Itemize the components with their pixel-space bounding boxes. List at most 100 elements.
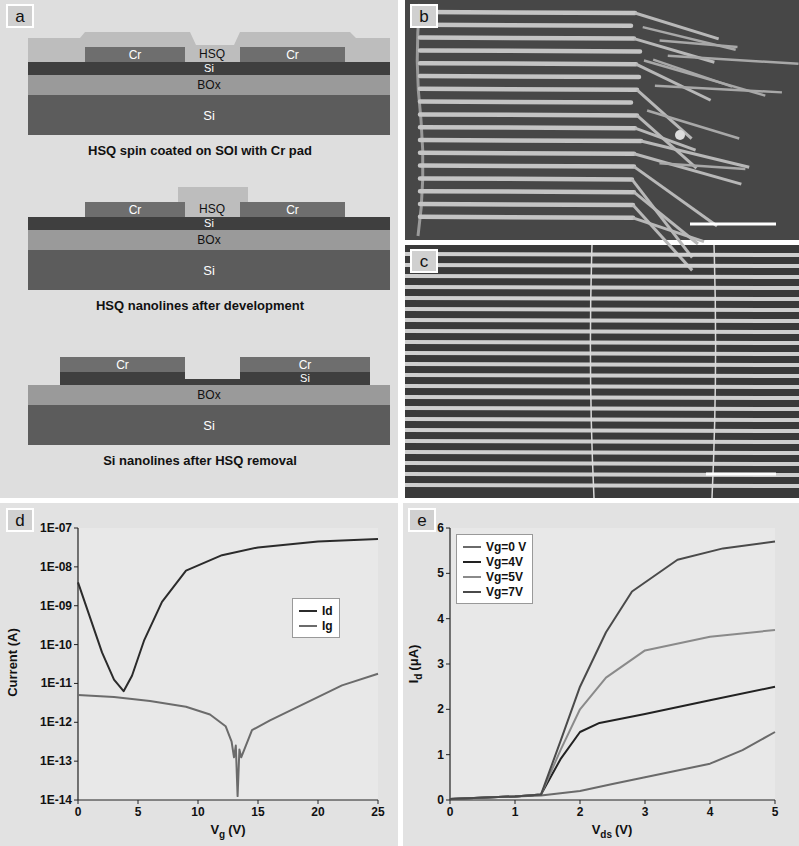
tick-label: 0 (75, 805, 82, 819)
nanowire (644, 61, 765, 96)
nanowire (405, 408, 799, 409)
layer-label: Cr (129, 204, 142, 216)
layer-label: BOx (197, 389, 220, 401)
output-curve (450, 687, 775, 799)
nanowire (405, 298, 799, 299)
tick (446, 573, 450, 574)
panel-letter-text: d (15, 512, 24, 529)
nanowire (420, 89, 637, 90)
panel-ground (0, 503, 398, 846)
legend-box: IdIg (292, 598, 340, 638)
tick (74, 605, 78, 606)
nanowire (405, 265, 799, 266)
nanowire (405, 441, 799, 442)
tick-label: 0 (437, 793, 444, 807)
tick (74, 566, 78, 567)
tick (645, 800, 646, 804)
tick-label: 5 (437, 566, 444, 580)
nanowire (405, 485, 799, 486)
tick (580, 800, 581, 804)
nanowire (405, 364, 799, 365)
tick (450, 800, 451, 804)
legend-line (463, 591, 481, 593)
panel-letter-text: e (417, 512, 426, 529)
panel-letter-text: c (420, 253, 429, 270)
hsq-line (178, 187, 248, 217)
panel-letter: e (408, 508, 436, 532)
panel-letter: c (410, 249, 438, 273)
layer-label: Si (203, 419, 215, 432)
step-caption: HSQ nanolines after development (96, 298, 304, 313)
axis-title-part: I (406, 680, 421, 684)
tick-label: 5 (772, 805, 779, 819)
si-layer: Si (28, 62, 390, 75)
legend-line (463, 576, 481, 578)
legend-row: Vg=0 V (463, 539, 526, 554)
output-curve (450, 732, 775, 799)
legend-text: Vg=0 V (486, 540, 526, 554)
nanowire (405, 452, 799, 453)
si-substrate: Si (28, 250, 390, 290)
axis-line (78, 799, 378, 800)
nanowire (420, 127, 635, 128)
sem-image (405, 0, 799, 240)
axis-title-part: (V) (615, 822, 632, 837)
nanowire (420, 204, 633, 205)
tick (74, 761, 78, 762)
nanowire (405, 276, 799, 277)
nanowire (420, 76, 639, 77)
plot-area (450, 528, 775, 800)
nanowire (633, 218, 704, 242)
tick (446, 664, 450, 665)
legend-row: Id (299, 603, 333, 618)
axis-subscript: ds (600, 829, 612, 840)
step-caption: HSQ spin coated on SOI with Cr pad (88, 143, 312, 158)
layer-label: BOx (197, 79, 220, 91)
nanowire (405, 474, 799, 475)
panel-ground (403, 503, 799, 846)
legend-text: Ig (322, 619, 333, 633)
layer-label: Si (203, 264, 215, 277)
legend-row: Vg=7V (463, 584, 526, 599)
tick-label: 2 (437, 702, 444, 716)
nanowire (420, 114, 637, 115)
tick (74, 683, 78, 684)
nanowire (405, 331, 799, 332)
box-layer: BOx (28, 385, 390, 405)
cr-pad: Cr (60, 357, 185, 372)
si-substrate: Si (28, 95, 390, 135)
nanowire (420, 217, 633, 218)
nanowire (420, 50, 640, 51)
legend-line (463, 561, 481, 563)
ig-curve (78, 674, 378, 796)
layer-label: HSQ (199, 203, 225, 215)
step-caption: Si nanolines after HSQ removal (103, 453, 297, 468)
nanowire (420, 191, 634, 192)
axis-title: Current (A) (5, 628, 20, 700)
tick (258, 800, 259, 804)
tick-label: 5 (135, 805, 142, 819)
legend-box: Vg=0 VVg=4VVg=5VVg=7V (456, 534, 533, 604)
legend-line (463, 546, 481, 548)
panel-letter: b (410, 4, 438, 28)
tick-label: 1E-14 (40, 793, 72, 807)
layer-label: Cr (299, 359, 312, 371)
hsq-region: HSQ (186, 200, 238, 217)
si-layer: Si (240, 372, 370, 385)
tick (775, 800, 776, 804)
tick-label: 2 (577, 805, 584, 819)
tick-label: 1E-07 (40, 521, 72, 535)
tick (318, 800, 319, 804)
nanowire (633, 205, 692, 270)
layer-label: Si (203, 109, 215, 122)
nanowire (405, 320, 799, 321)
nanowire (668, 56, 799, 64)
tick-label: 1E-10 (40, 638, 72, 652)
tick-label: 10 (191, 805, 204, 819)
tick (515, 800, 516, 804)
tick-label: 1 (437, 748, 444, 762)
nanowire (405, 309, 799, 310)
panel-letter-text: a (15, 8, 24, 25)
axis-title-part: V (210, 822, 219, 837)
scale-bar (706, 473, 776, 476)
